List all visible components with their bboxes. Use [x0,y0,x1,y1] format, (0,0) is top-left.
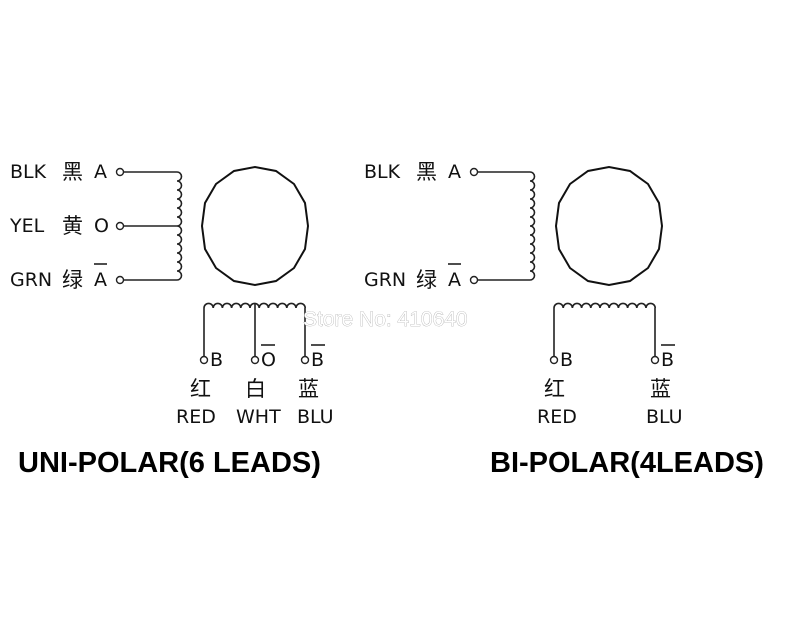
uni-lead-grn-cn: 绿 [62,268,83,292]
uni-title: UNI-POLAR(6 LEADS) [18,447,321,479]
uni-bottom-en-red: RED [176,406,216,428]
bi-lead-blk-pin: A [448,161,461,183]
uni-terminal-o-bar-bottom [250,355,260,365]
bipolar-diagram: BLK 黑 A GRN 绿 A B B 红 蓝 RED BLU BI-POLAR… [364,160,764,479]
store-watermark: Store No: 410640 [303,308,468,331]
bi-lead-blk-cn: 黑 [416,160,437,184]
bi-terminal-a [469,167,479,177]
uni-coil-horizontal [203,302,306,309]
uni-bottom-cn-wht: 白 [245,377,266,401]
uni-terminal-a-bar [115,275,125,285]
uni-lead-yel-cn: 黄 [62,214,83,238]
bi-bottom-pin-b: B [560,349,573,371]
bi-bottom-en-blu: BLU [646,406,683,428]
bi-title: BI-POLAR(4LEADS) [490,447,764,479]
bi-rotor [554,165,664,287]
bi-lead-grn-en: GRN [364,269,406,291]
uni-lead-yel-en: YEL [9,215,45,237]
bi-lead-blk: BLK 黑 A [364,160,461,184]
bi-terminal-b [549,355,559,365]
uni-lead-grn-en: GRN [10,269,52,291]
uni-bottom-cn-red: 红 [190,377,211,401]
bi-lead-grn: GRN 绿 A [364,263,461,292]
bi-bottom-pin-b-bar: B [661,349,674,371]
uni-bottom-en-blu: BLU [297,406,334,428]
uni-lead-yel-pin: O [94,215,109,237]
uni-terminal-b [199,355,209,365]
bi-bottom-cn-red: 红 [544,377,565,401]
uni-lead-blk-pin: A [94,161,107,183]
bi-lead-grn-cn: 绿 [416,268,437,292]
bi-lead-grn-pin: A [448,269,461,291]
uni-bottom-en-wht: WHT [236,406,281,428]
unipolar-diagram: BLK 黑 A YEL 黄 O GRN 绿 A [9,160,334,479]
uni-bottom-pin-o: O [261,349,276,371]
uni-bottom-pin-b-bar: B [311,349,324,371]
uni-rotor [200,165,310,287]
uni-lead-blk-en: BLK [10,161,47,183]
bi-coil-vertical [529,171,536,281]
uni-lead-grn: GRN 绿 A [10,263,107,292]
uni-terminal-a [115,167,125,177]
uni-lead-yel: YEL 黄 O [9,214,109,238]
uni-bottom-pin-b: B [210,349,223,371]
bi-coil-horizontal [553,302,656,309]
uni-terminal-b-bar [300,355,310,365]
uni-coil-vertical [176,171,183,281]
bi-lead-blk-en: BLK [364,161,401,183]
uni-lead-blk-cn: 黑 [62,160,83,184]
bi-terminal-b-bar [650,355,660,365]
bi-terminal-a-bar [469,275,479,285]
bi-bottom-en-red: RED [537,406,577,428]
bi-bottom-cn-blu: 蓝 [650,377,671,401]
uni-bottom-cn-blu: 蓝 [298,377,319,401]
uni-terminal-o [115,221,125,231]
uni-lead-grn-pin: A [94,269,107,291]
uni-lead-blk: BLK 黑 A [10,160,107,184]
